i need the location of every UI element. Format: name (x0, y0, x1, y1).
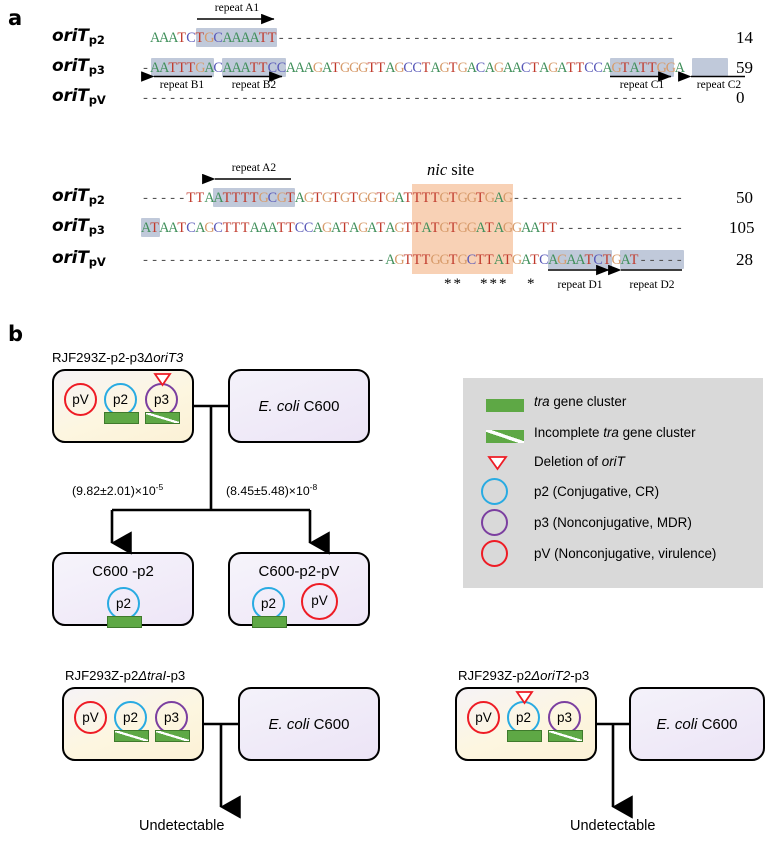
row-label-orit-p3-block1: oriTp3 (52, 56, 105, 77)
tra-gene-cluster-p2 (104, 412, 139, 424)
legend-glyph-deletion-triangle-icon (487, 456, 508, 471)
transconjugant-box-c600-p2-pv[interactable] (228, 552, 370, 626)
plasmid-label-pv-orit2: pV (475, 710, 492, 725)
deletion-of-orit-marker-p2 (515, 691, 534, 705)
sequence-orit-p3-block1: -AATTTGACAAATTCCAAAGATGGGTTAGCCTAGTGACAG… (143, 60, 686, 76)
highlight-repeat-d1 (548, 250, 612, 269)
nic-site-highlight (412, 184, 513, 274)
row-label-orit-pv-block1: oriTpV (52, 86, 106, 107)
count-orit-p2-block1: 14 (736, 28, 753, 47)
result-label-exp-orit2: Undetectable (570, 818, 656, 834)
highlight-repeat-c2 (691, 58, 728, 77)
plasmid-label-pv-trai: pV (82, 710, 99, 725)
recipient-label-exp-orit2: E. coli C600 (656, 716, 738, 733)
conservation-marks-2: *** (480, 276, 509, 292)
row-label-orit-pv-block2: oriTpV (52, 248, 106, 269)
plasmid-label-pv-t2: pV (311, 593, 328, 608)
count-orit-p3-block2: 105 (729, 218, 755, 237)
highlight-repeat-d2 (620, 250, 684, 269)
row-label-orit-p3-block2: oriTp3 (52, 216, 105, 237)
sequence-orit-p3-block2: ATAATCAGCTTTAAATTCCAGATAGATAGTTATGTGGATA… (141, 220, 682, 236)
recipient-label-exp-main: E. coli C600 (258, 398, 340, 415)
conjugation-rate-c600-p2: (9.82±2.01)×10-5 (72, 482, 164, 499)
plasmid-label-p3: p3 (153, 392, 170, 407)
legend-glyph-circle-p2 (481, 478, 508, 505)
repeat-label-a2: repeat A2 (231, 162, 277, 174)
highlight-repeat-c1 (610, 58, 674, 77)
tra-gene-cluster-p3-incomplete-trai (155, 730, 190, 742)
panel-b-connectors-trai (204, 722, 241, 819)
legend-text-p3: p3 (Nonconjugative, MDR) (534, 515, 692, 530)
plasmid-label-p2: p2 (112, 392, 129, 407)
transconjugant-label-c600-p2: C600 -p2 (92, 563, 154, 580)
repeat-label-b1: repeat B1 (159, 79, 205, 91)
repeat-label-d2: repeat D2 (629, 279, 675, 291)
tra-gene-cluster-p3-incomplete-orit2 (548, 730, 583, 742)
sequence-orit-pv-block1: ----------------------------------------… (143, 90, 682, 106)
plasmid-label-p3-trai: p3 (163, 710, 180, 725)
panel-a-sequence-alignment: a oriTp2 oriTp3 oriTpV AAATCTGCAAAATT---… (0, 0, 777, 320)
legend-text-tra-full: tra gene cluster (534, 394, 627, 409)
donor-title-exp-trai: RJF293Z-p2ΔtraI-p3 (65, 668, 186, 683)
panel-a-arrows (141, 13, 745, 82)
plasmid-label-p3-orit2: p3 (556, 710, 573, 725)
legend-text-p2: p2 (Conjugative, CR) (534, 484, 660, 499)
nic-site-title: nic site (427, 160, 475, 179)
sequence-orit-pv-block2: ---------------------------AGTTTGGTGCTTA… (143, 252, 682, 268)
count-orit-pv-block1: 0 (736, 88, 745, 107)
tra-gene-cluster-p3-incomplete (145, 412, 180, 424)
tra-gene-cluster-p2-incomplete-trai (114, 730, 149, 742)
plasmid-label-p2-t2: p2 (260, 596, 277, 611)
legend-glyph-circle-p3 (481, 509, 508, 536)
panel-b-connectors-orit2 (597, 722, 633, 819)
legend-glyph-circle-pv (481, 540, 508, 567)
recipient-label-exp-trai: E. coli C600 (268, 716, 350, 733)
tra-gene-cluster-p2-orit2 (507, 730, 542, 742)
recipient-cell-exp-trai[interactable] (238, 687, 380, 761)
legend-text-tra-incomplete: Incomplete tra gene cluster (534, 425, 696, 440)
conservation-marks-1: ** (444, 276, 463, 292)
count-orit-p2-block2: 50 (736, 188, 753, 207)
legend-glyph-tra-incomplete (486, 430, 524, 443)
panel-b-connectors-main (110, 404, 330, 555)
repeat-label-d1: repeat D1 (557, 279, 603, 291)
legend-glyph-tra-full (486, 399, 524, 412)
donor-title-exp-orit2: RJF293Z-p2ΔoriT2-p3 (458, 668, 590, 683)
recipient-cell-exp-main[interactable] (228, 369, 370, 443)
row-label-orit-p2-block1: oriTp2 (52, 26, 105, 47)
panel-b-letter: b (8, 322, 24, 346)
row-label-orit-p2-block2: oriTp2 (52, 186, 105, 207)
highlight-repeat-a1 (195, 28, 277, 47)
repeat-label-a1: repeat A1 (214, 2, 260, 14)
highlight-repeat-a2 (213, 188, 295, 207)
panel-a-letter: a (8, 6, 23, 30)
plasmid-label-p2-t1: p2 (115, 596, 132, 611)
highlight-orit-p3-start (141, 218, 160, 237)
count-orit-pv-block2: 28 (736, 250, 753, 269)
donor-title-exp-main: RJF293Z-p2-p3ΔoriT3 (52, 350, 184, 365)
panel-a-arrows-block2 (202, 173, 682, 276)
repeat-label-b2: repeat B2 (231, 79, 277, 91)
panel-b-conjugation-diagram: b RJF293Z-p2-p3ΔoriT3 pV p2 p3 E. coli C… (0, 320, 777, 848)
plasmid-label-pv: pV (72, 392, 89, 407)
legend-text-deletion: Deletion of oriT (534, 454, 625, 469)
repeat-label-c2: repeat C2 (696, 79, 742, 91)
count-orit-p3-block1: 59 (736, 58, 753, 77)
highlight-repeat-b1 (150, 58, 214, 77)
conjugation-rate-c600-p2-pv: (8.45±5.48)×10-8 (226, 482, 318, 499)
conservation-marks-3: * (527, 276, 537, 292)
legend-box (463, 378, 763, 588)
plasmid-label-p2-orit2: p2 (515, 710, 532, 725)
plasmid-label-p2-trai: p2 (122, 710, 139, 725)
legend-text-pv: pV (Nonconjugative, virulence) (534, 546, 717, 561)
sequence-orit-p2-block1: AAATCTGCAAAATT--------------------------… (150, 30, 673, 46)
tra-gene-cluster-t2 (252, 616, 287, 628)
repeat-label-c1: repeat C1 (619, 79, 665, 91)
result-label-exp-trai: Undetectable (139, 818, 225, 834)
deletion-of-orit-marker-p3 (153, 373, 172, 387)
transconjugant-label-c600-p2-pv: C600-p2-pV (258, 563, 340, 580)
sequence-orit-p2-block2: -----TTAATTTTGCGTAGTGTGTGGTGATTTTGTGGTGA… (143, 190, 682, 206)
recipient-cell-exp-orit2[interactable] (629, 687, 765, 761)
tra-gene-cluster-t1 (107, 616, 142, 628)
